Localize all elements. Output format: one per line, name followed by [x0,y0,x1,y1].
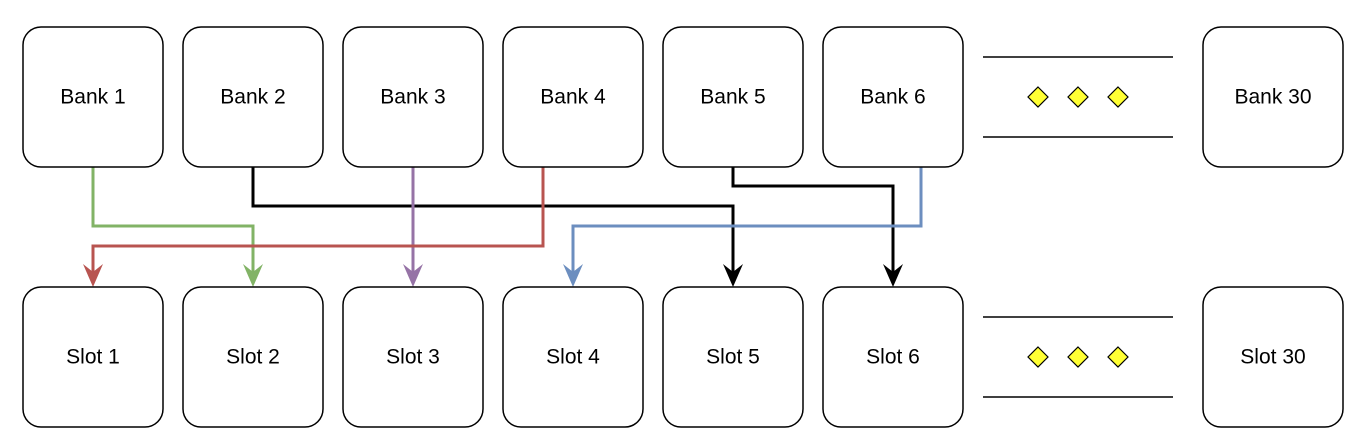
bank-label: Bank 1 [60,86,125,109]
slot-box: Slot 3 [342,286,484,428]
slot-box: Slot 1 [22,286,164,428]
slot-label: Slot 30 [1240,346,1305,369]
slot-label: Slot 2 [226,346,280,369]
arrowhead-slot5 [723,264,743,287]
bank-label: Bank 30 [1234,86,1311,109]
slot-box: Slot 30 [1202,286,1344,428]
slot-label: Slot 4 [546,346,600,369]
slot-label: Slot 1 [66,346,120,369]
connector-bank2-to-slot5 [251,167,735,279]
bank-box: Bank 4 [502,26,644,168]
ellipsis-diamond-icon [1107,86,1129,108]
slot-row: Slot 1 Slot 2 Slot 3 Slot 4 Slot 5 Slot … [22,286,1344,428]
ellipsis-diamond-icon [1067,86,1089,108]
slot-label: Slot 5 [706,346,760,369]
slot-box: Slot 5 [662,286,804,428]
bank-box: Bank 6 [822,26,964,168]
slot-box: Slot 6 [822,286,964,428]
ellipsis-diamond-icon [1067,346,1089,368]
bank-box: Bank 1 [22,26,164,168]
ellipsis-diamond-icon [1107,346,1129,368]
connector-bank6-to-slot4 [571,167,923,279]
connector-bank4-to-slot1 [91,167,545,279]
slot-label: Slot 3 [386,346,440,369]
bank-ellipsis [983,56,1173,138]
bank-box: Bank 30 [1202,26,1344,168]
arrowhead-slot1 [83,264,103,287]
slot-label: Slot 6 [866,346,920,369]
arrowhead-slot3 [403,264,423,287]
connector-bank1-to-slot2 [91,167,255,279]
arrowhead-slot6 [883,264,903,287]
bank-label: Bank 4 [540,86,606,109]
arrowhead-slot2 [243,264,263,287]
bank-label: Bank 2 [220,86,285,109]
bank-label: Bank 5 [700,86,765,109]
bank-box: Bank 5 [662,26,804,168]
slot-box: Slot 4 [502,286,644,428]
slot-box: Slot 2 [182,286,324,428]
bank-label: Bank 6 [860,86,925,109]
bank-box: Bank 3 [342,26,484,168]
ellipsis-diamond-icon [1027,346,1049,368]
bank-box: Bank 2 [182,26,324,168]
arrowhead-slot4 [563,264,583,287]
bank-row: Bank 1 Bank 2 Bank 3 Bank 4 Bank 5 Bank … [22,26,1344,168]
slot-ellipsis [983,316,1173,398]
bank-label: Bank 3 [380,86,445,109]
connector-bank5-to-slot6 [731,167,895,279]
ellipsis-diamond-icon [1027,86,1049,108]
